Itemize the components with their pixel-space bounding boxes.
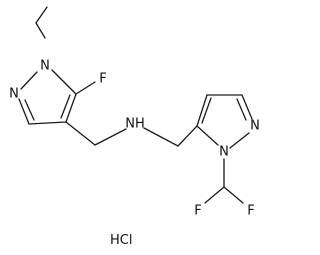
bond-chf2-fl	[204, 186, 225, 204]
salt-label: HCl	[110, 233, 132, 248]
bond-c4-c5	[65, 93, 77, 123]
bond-c3r-n2r-double	[236, 98, 247, 121]
bond-c4-ch2	[65, 121, 96, 146]
atom-n-left-ring: N	[9, 87, 19, 102]
bond-n1r-c5r	[196, 125, 219, 146]
bond-ch2-c5r	[177, 125, 198, 147]
atom-n-right-top: N	[250, 119, 260, 134]
atom-n-ethyl: N	[40, 59, 50, 74]
atom-f-left: F	[194, 204, 201, 219]
atom-nh: NH	[125, 117, 145, 132]
atom-f-ring: F	[99, 72, 106, 87]
molecule-svg: N N F NH N N F F HCl	[9, 6, 260, 248]
chemical-structure-diagram: N N F NH N N F F HCl	[9, 6, 260, 248]
bond-c5r-c4r-double	[201, 97, 212, 124]
bond-ch2-nh	[94, 128, 127, 146]
bond-c3-c4	[28, 121, 67, 125]
bond-n2r-n1r	[229, 132, 250, 149]
bond-chf2-fr	[223, 186, 244, 204]
bond-c4-c5-double	[60, 94, 71, 119]
bond-c5r-c4r	[196, 94, 208, 127]
bond-n2-c3	[18, 98, 30, 125]
bond-nh-ch2	[143, 127, 179, 147]
bond-n2-c3-double	[24, 99, 35, 121]
atom-n-right-sub: N	[219, 145, 229, 160]
bond-c5-f	[75, 81, 96, 95]
bond-c5-n1	[51, 69, 77, 95]
bond-n1-n2	[20, 71, 38, 90]
bond-ethyl-ch2	[35, 22, 46, 39]
atom-f-right: F	[247, 204, 254, 219]
bond-c3r-n2r	[241, 94, 253, 120]
bond-ethyl-ch3	[35, 6, 48, 24]
